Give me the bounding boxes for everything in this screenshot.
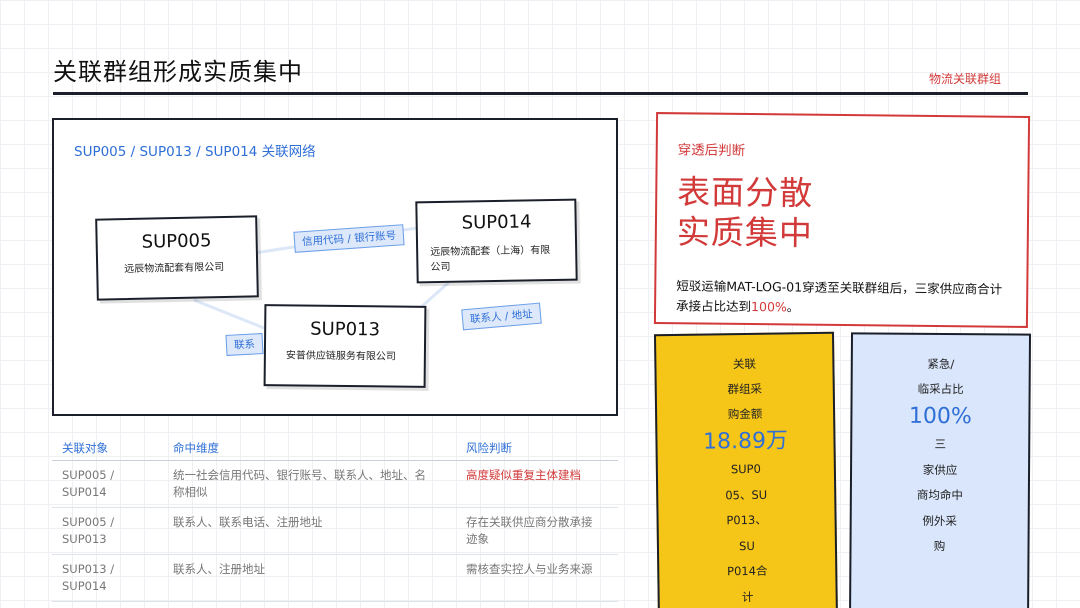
table-row: SUP013 /SUP014 联系人、注册地址 需核查实控人与业务来源 (52, 555, 618, 602)
node-id: SUP005 (141, 230, 212, 253)
title-divider (53, 92, 1028, 95)
cell-risk: 需核查实控人与业务来源 (466, 562, 593, 576)
metric-value: 100% (908, 403, 972, 430)
column-header-object: 关联对象 (62, 441, 108, 455)
node-id: SUP014 (461, 211, 532, 234)
cell-dimension: 联系人、联系电话、注册地址 (173, 515, 323, 529)
node-name: 远辰物流配套（上海）有限 (430, 245, 551, 259)
node-name-line2: 公司 (430, 261, 451, 274)
table-row: SUP005 /SUP014 统一社会信用代码、银行账号、联系人、地址、名称相似… (52, 461, 618, 508)
metric-label: 紧急/ 临采占比 (917, 356, 964, 397)
cell-object: SUP005 /SUP014 (62, 468, 115, 499)
cell-object: SUP013 /SUP014 (62, 562, 115, 593)
page-title: 关联群组形成实质集中 (53, 58, 303, 86)
cell-dimension: 联系人、注册地址 (173, 562, 265, 576)
edge-label-sup005-sup013: 联系 (225, 333, 264, 356)
judgement-text: 短驳运输MAT-LOG-01穿透至关联群组后，三家供应商合计 承接占比达到100… (676, 278, 1003, 315)
judgement-label: 穿透后判断 (677, 142, 746, 159)
metric-card-amount: 关联 群组采 购金额 18.89万 SUP0 05、SU P013、 SU P0… (653, 331, 839, 608)
concentration-percent: 100% (751, 299, 787, 315)
cell-object: SUP005 /SUP013 (62, 515, 115, 546)
metric-value: 18.89万 (702, 428, 789, 455)
metric-card-urgent: 紧急/ 临采占比 100% 三 家供应 商均命中 例外采 购 (848, 332, 1032, 608)
table-header: 关联对象 命中维度 风险判断 (52, 432, 618, 461)
network-title: SUP005 / SUP013 / SUP014 关联网络 (74, 144, 316, 160)
node-sup005[interactable]: SUP005 远辰物流配套有限公司 (95, 215, 259, 301)
metric-note: 三 家供应 商均命中 例外采 购 (916, 436, 963, 554)
metric-note: SUP0 05、SU P013、 SU P014合 计 (725, 461, 768, 604)
section-tag: 物流关联群组 (929, 72, 1002, 86)
column-header-risk: 风险判断 (466, 441, 512, 455)
metric-label: 关联 群组采 购金额 (727, 356, 763, 422)
node-name: 远辰物流配套有限公司 (124, 262, 225, 276)
judgement-headline: 表面分散 实质集中 (676, 172, 814, 253)
node-sup014[interactable]: SUP014 远辰物流配套（上海）有限 公司 (415, 198, 578, 284)
node-sup013[interactable]: SUP013 安普供应链服务有限公司 (263, 304, 427, 388)
network-panel: SUP005 / SUP013 / SUP014 关联网络 信用代码 / 银行账… (52, 118, 618, 416)
relation-table: 关联对象 命中维度 风险判断 SUP005 /SUP014 统一社会信用代码、银… (52, 432, 618, 602)
cell-risk: 存在关联供应商分散承接迹象 (466, 515, 593, 546)
node-name: 安普供应链服务有限公司 (285, 350, 396, 363)
judgement-card: 穿透后判断 表面分散 实质集中 短驳运输MAT-LOG-01穿透至关联群组后，三… (653, 112, 1031, 328)
cell-dimension: 统一社会信用代码、银行账号、联系人、地址、名称相似 (173, 468, 426, 499)
column-header-dimension: 命中维度 (173, 441, 219, 455)
node-id: SUP013 (310, 318, 381, 341)
cell-risk: 高度疑似重复主体建档 (466, 468, 581, 482)
table-row: SUP005 /SUP013 联系人、联系电话、注册地址 存在关联供应商分散承接… (52, 508, 618, 555)
